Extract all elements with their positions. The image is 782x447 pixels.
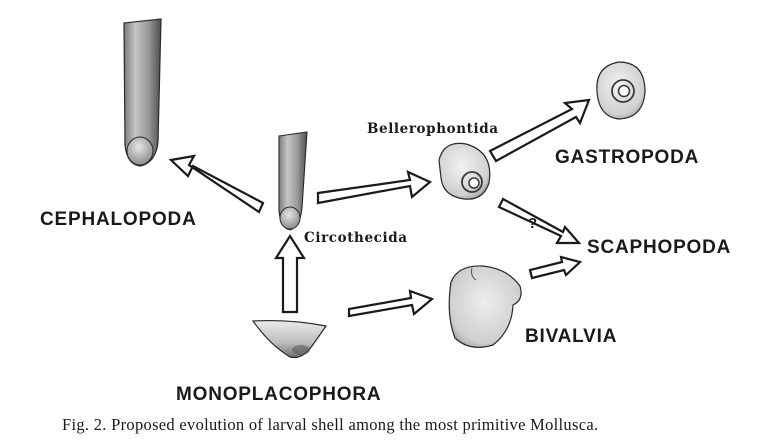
arrow-circothecida-to-cephalopoda (168, 154, 265, 214)
bellerophontida-shell-icon (438, 142, 491, 200)
cephalopoda-shell-icon (123, 18, 162, 167)
label-gastropoda: GASTROPODA (555, 147, 700, 168)
arrow-bivalvia-to-scaphopoda (528, 255, 583, 280)
arrow-bellerophontida-to-scaphopoda (497, 197, 582, 245)
label-scaphopoda: SCAPHOPODA (587, 237, 732, 258)
arrow-bellerophontida-to-gastropoda (488, 98, 591, 163)
bivalvia-shell-icon (448, 265, 522, 348)
label-bivalvia: BIVALVIA (525, 326, 618, 347)
arrow-monoplacophora-to-bivalvia (347, 289, 435, 318)
label-monoplacophora: MONOPLACOPHORA (176, 384, 382, 405)
arrow-monoplacophora-to-circothecida (273, 233, 307, 314)
label-circothecida: Circothecida (304, 230, 408, 246)
figure-caption: Fig. 2. Proposed evolution of larval she… (62, 415, 599, 434)
label-cephalopoda: CEPHALOPODA (40, 209, 197, 230)
arrow-circothecida-to-bellerophontida (316, 170, 433, 205)
gastropoda-shell-icon (596, 61, 646, 120)
circothecida-shell-icon (278, 131, 308, 231)
monoplacophora-shell-icon (251, 319, 328, 359)
uncertain-question-mark: ? (528, 215, 538, 232)
label-bellerophontida: Bellerophontida (367, 121, 499, 137)
arrows (168, 98, 591, 318)
